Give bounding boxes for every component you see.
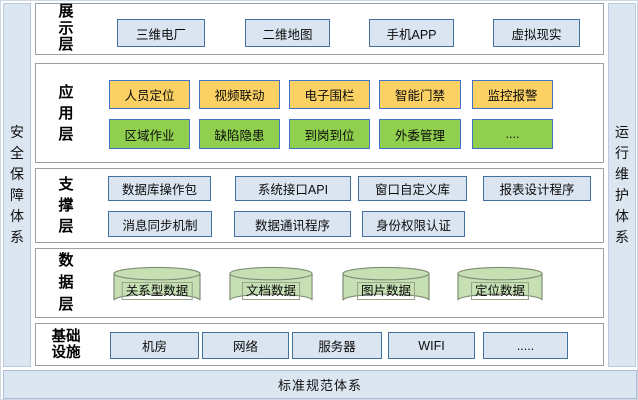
infrastructure-box: 网络 bbox=[202, 332, 289, 359]
layer-presentation: 展示层 三维电厂 二维地图 手机APP 虚拟现实 bbox=[35, 3, 604, 55]
layer-application: 应用层 人员定位 视频联动 电子围栏 智能门禁 监控报警 区域作业 缺陷隐患 到… bbox=[35, 63, 604, 163]
data-cylinder: 文档数据 bbox=[229, 266, 313, 307]
data-cylinder-label: 定位数据 bbox=[470, 281, 530, 300]
support-box: 系统接口API bbox=[235, 176, 351, 201]
application-box: 人员定位 bbox=[109, 80, 190, 109]
infrastructure-box: WIFI bbox=[388, 332, 475, 359]
layer-data: 数据层 关系型数据 文档数据 图片数据 bbox=[35, 248, 604, 318]
left-pillar-label: 安全保障体系 bbox=[10, 124, 24, 245]
layer-infrastructure: 基础设施 机房 网络 服务器 WIFI ..... bbox=[35, 323, 604, 366]
support-box: 消息同步机制 bbox=[108, 211, 212, 237]
support-box: 身份权限认证 bbox=[362, 211, 465, 237]
application-box: 智能门禁 bbox=[379, 80, 461, 109]
application-box: .... bbox=[472, 119, 553, 149]
layer-application-label: 应用层 bbox=[58, 83, 74, 143]
cylinder-shape-icon bbox=[113, 266, 201, 301]
data-cylinder: 定位数据 bbox=[457, 266, 543, 307]
support-box: 窗口自定义库 bbox=[358, 176, 467, 201]
presentation-box: 二维地图 bbox=[245, 19, 330, 47]
layer-data-label: 数据层 bbox=[58, 252, 74, 313]
application-box: 缺陷隐患 bbox=[199, 119, 280, 149]
application-box: 监控报警 bbox=[472, 80, 553, 109]
presentation-box: 虚拟现实 bbox=[493, 19, 580, 47]
support-box: 数据通讯程序 bbox=[234, 211, 351, 237]
application-box: 电子围栏 bbox=[289, 80, 370, 109]
right-pillar-label: 运行维护体系 bbox=[615, 124, 629, 245]
application-box: 区域作业 bbox=[109, 119, 190, 149]
support-box: 数据库操作包 bbox=[108, 176, 211, 201]
data-cylinder-label: 关系型数据 bbox=[121, 281, 193, 300]
infrastructure-box: 服务器 bbox=[292, 332, 382, 359]
data-cylinder: 图片数据 bbox=[342, 266, 430, 307]
layer-support-label: 支撑层 bbox=[58, 176, 74, 235]
data-cylinder: 关系型数据 bbox=[113, 266, 201, 307]
layer-presentation-label: 展示层 bbox=[58, 3, 74, 54]
cylinder-shape-icon bbox=[342, 266, 430, 301]
infrastructure-box: 机房 bbox=[110, 332, 199, 359]
bottom-bar-label: 标准规范体系 bbox=[277, 378, 362, 393]
layer-support: 支撑层 数据库操作包 系统接口API 窗口自定义库 报表设计程序 消息同步机制 … bbox=[35, 168, 604, 243]
infrastructure-box: ..... bbox=[483, 332, 568, 359]
layer-infrastructure-label: 基础设施 bbox=[51, 328, 81, 361]
application-box: 到岗到位 bbox=[289, 119, 370, 149]
support-box: 报表设计程序 bbox=[483, 176, 591, 201]
application-box: 外委管理 bbox=[379, 119, 461, 149]
right-pillar-operations: 运行维护体系 bbox=[608, 3, 636, 367]
bottom-bar-standards: 标准规范体系 bbox=[3, 370, 637, 399]
presentation-box: 三维电厂 bbox=[117, 19, 205, 47]
data-cylinder-label: 图片数据 bbox=[356, 281, 416, 300]
cylinder-shape-icon bbox=[229, 266, 313, 301]
application-box: 视频联动 bbox=[199, 80, 280, 109]
left-pillar-security: 安全保障体系 bbox=[3, 3, 31, 367]
presentation-box: 手机APP bbox=[369, 19, 454, 47]
data-cylinder-label: 文档数据 bbox=[241, 281, 301, 300]
cylinder-shape-icon bbox=[457, 266, 543, 301]
